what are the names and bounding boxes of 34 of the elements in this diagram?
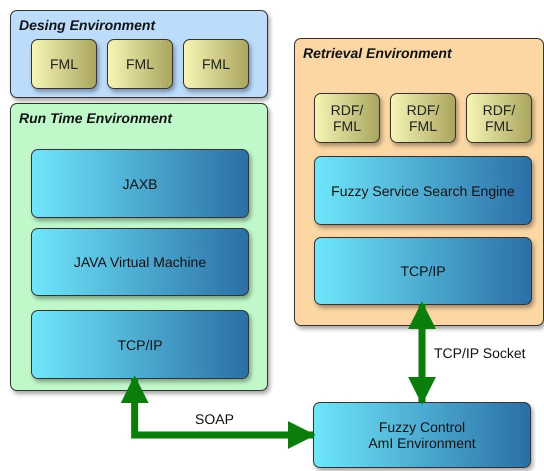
layer-box bbox=[314, 156, 532, 225]
layer-box bbox=[314, 237, 532, 305]
panel-heading: Desing Environment bbox=[19, 17, 156, 33]
box-label: RDF/ FML bbox=[330, 102, 364, 134]
layer-box bbox=[313, 402, 531, 468]
box-label: FML bbox=[201, 56, 231, 72]
box-label: Fuzzy Service Search Engine bbox=[330, 182, 516, 198]
document-box bbox=[31, 39, 97, 89]
box-label: RDF/ FML bbox=[482, 102, 516, 134]
document-box bbox=[466, 93, 532, 143]
edge-label: SOAP bbox=[193, 411, 236, 427]
panel-heading: Run Time Environment bbox=[19, 110, 172, 126]
document-box bbox=[183, 39, 249, 89]
document-box bbox=[390, 93, 456, 143]
box-label: TCP/IP bbox=[116, 336, 164, 352]
environment-panel bbox=[294, 38, 544, 326]
double-arrow bbox=[120, 375, 316, 449]
layer-box bbox=[31, 310, 249, 379]
double-arrow bbox=[408, 301, 436, 405]
box-label: FML bbox=[49, 56, 79, 72]
layer-box bbox=[31, 228, 249, 296]
box-label: RDF/ FML bbox=[406, 102, 440, 134]
document-box bbox=[107, 39, 173, 89]
edge-label: TCP/IP Socket bbox=[432, 345, 528, 361]
box-label: JAVA Virtual Machine bbox=[72, 254, 208, 270]
environment-panel bbox=[10, 10, 268, 98]
box-label: FML bbox=[125, 56, 155, 72]
document-box bbox=[314, 93, 380, 143]
panel-heading: Retrieval Environment bbox=[303, 45, 452, 61]
box-label: Fuzzy Control AmI Environment bbox=[367, 419, 477, 451]
layer-box bbox=[31, 149, 249, 218]
box-label: JAXB bbox=[121, 176, 158, 192]
environment-panel bbox=[10, 103, 268, 391]
box-label: TCP/IP bbox=[399, 263, 447, 279]
